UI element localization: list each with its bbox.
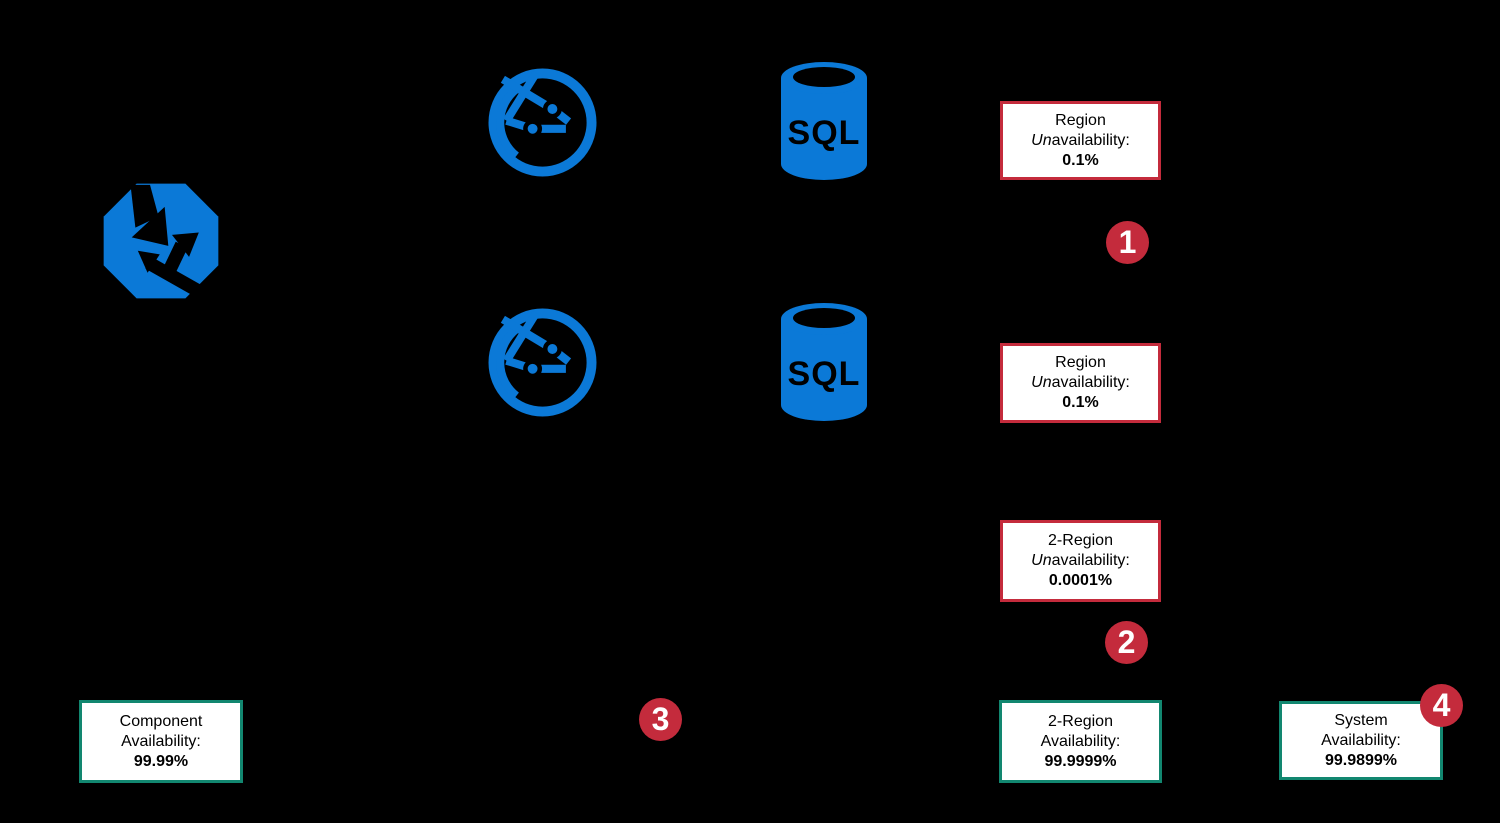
two-region-unavailability-box: 2-Region Unavailability: 0.0001%: [1000, 520, 1161, 602]
sql-label: SQL: [788, 355, 861, 393]
box-line: Component: [119, 712, 203, 730]
callout-number: 4: [1432, 687, 1451, 723]
box-line: 2-Region: [1048, 532, 1113, 549]
box-line: Availability:: [1321, 731, 1401, 749]
callout-number: 2: [1117, 624, 1136, 660]
numbered-callout-badge-4: 4: [1420, 684, 1463, 727]
region-unavailability-box-1: Region Unavailability: 0.1%: [1000, 101, 1161, 180]
box-line: Unavailability:: [1031, 552, 1130, 569]
callout-number: 3: [651, 701, 670, 737]
numbered-callout-badge-3: 3: [639, 698, 682, 741]
numbered-callout-badge-1: 1: [1106, 221, 1149, 264]
component-availability-box: Component Availability: 99.99%: [79, 700, 243, 783]
box-value: 99.9999%: [1044, 752, 1117, 770]
app-service-globe-icon: [488, 308, 597, 417]
callout-number: 1: [1118, 224, 1137, 260]
box-line: System: [1334, 711, 1388, 729]
traffic-manager-icon: [103, 183, 219, 301]
box-value: 0.0001%: [1048, 572, 1113, 589]
box-line: Availability:: [1040, 732, 1121, 750]
numbered-callout-badge-2: 2: [1105, 621, 1148, 664]
box-line: Availability:: [121, 732, 201, 750]
box-value: 99.9899%: [1324, 751, 1398, 769]
box-value: 99.99%: [133, 752, 189, 770]
box-line: Unavailability:: [1031, 131, 1130, 149]
system-availability-box: System Availability: 99.9899%: [1279, 701, 1443, 780]
box-line: Region: [1055, 354, 1106, 371]
box-line: Region: [1055, 111, 1106, 129]
region-unavailability-box-2: Region Unavailability: 0.1%: [1000, 343, 1161, 423]
sql-database-icon: SQL: [781, 62, 867, 180]
two-region-availability-box: 2-Region Availability: 99.9999%: [999, 700, 1162, 783]
sql-database-icon: SQL: [781, 303, 867, 421]
box-value: 0.1%: [1062, 151, 1099, 169]
sql-label: SQL: [788, 114, 861, 152]
box-value: 0.1%: [1062, 394, 1099, 411]
app-service-globe-icon: [488, 68, 597, 177]
box-line: 2-Region: [1048, 712, 1113, 730]
box-line: Unavailability:: [1031, 374, 1130, 391]
